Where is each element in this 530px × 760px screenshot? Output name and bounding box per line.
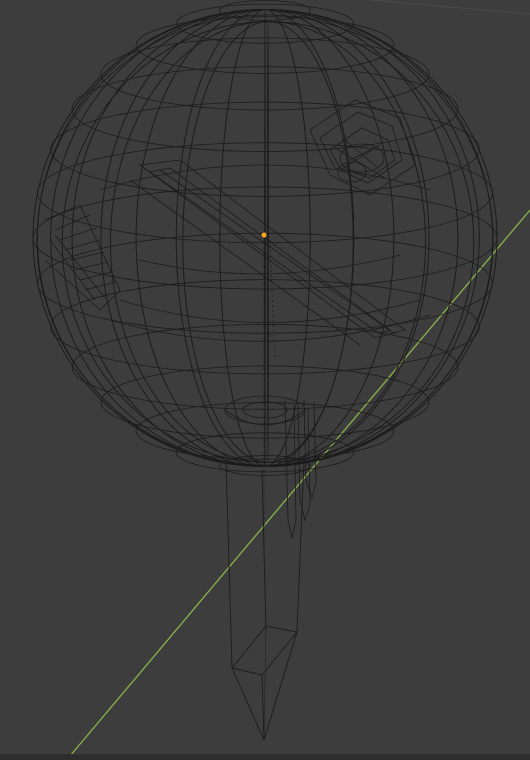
floor-grid-line (369, 0, 530, 15)
stick-wireframe[interactable] (225, 459, 305, 741)
viewport-bottom-edge (0, 754, 530, 760)
sphere-wire (37, 9, 493, 467)
sphere-wireframe[interactable] (32, 0, 498, 476)
object-origin-dot[interactable] (260, 231, 268, 239)
sphere-wire (61, 21, 475, 463)
interior-detail-wireframe[interactable] (44, 99, 431, 560)
